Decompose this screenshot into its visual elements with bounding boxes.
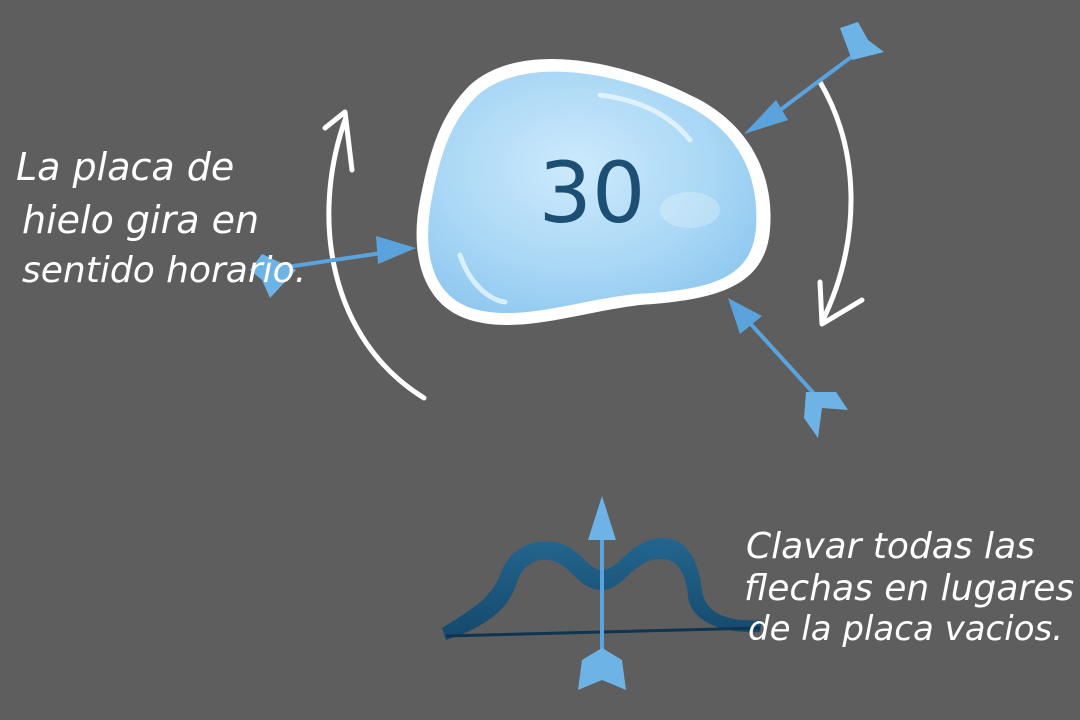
rotation-instruction-line3: sentido horario. xyxy=(22,250,306,291)
ice-sheen xyxy=(660,192,720,228)
rotation-arc-left xyxy=(326,117,427,401)
arrow-counter: 30 xyxy=(539,144,646,242)
arrow-fletching xyxy=(840,22,884,60)
goal-instruction-line1: Clavar todas las xyxy=(746,526,1035,567)
arrow-fletching xyxy=(250,254,296,298)
stuck-arrow-left xyxy=(250,236,416,298)
clockwise-rotation-icon xyxy=(817,279,865,327)
clockwise-rotation-icon xyxy=(322,109,355,173)
rotation-arc-right xyxy=(817,79,854,325)
rotation-instruction-line2: hielo gira en xyxy=(22,198,259,242)
arrow-icon xyxy=(376,236,416,264)
arrow-fletching xyxy=(578,648,626,690)
arrow-fletching xyxy=(804,392,848,438)
ice-highlight xyxy=(597,92,693,143)
goal-instruction-line2: flechas en lugares xyxy=(744,568,1074,609)
rotation-instruction-line1: La placa de xyxy=(16,145,234,189)
ice-plate-surface xyxy=(428,71,757,314)
rotation-indicator xyxy=(322,79,865,401)
bow-icon[interactable] xyxy=(442,496,762,690)
arrow-icon xyxy=(744,100,788,134)
ice-highlight xyxy=(457,252,508,305)
arrow-icon xyxy=(588,496,616,540)
ice-plate[interactable]: 30 xyxy=(416,58,771,325)
rotation-instruction: La placa de hielo gira en sentido horari… xyxy=(16,145,306,291)
stuck-arrow-bottom-right xyxy=(728,298,848,438)
arrow-icon xyxy=(728,298,762,334)
goal-instruction: Clavar todas las flechas en lugares de l… xyxy=(744,526,1074,649)
stuck-arrow-top-right xyxy=(744,22,884,134)
goal-instruction-line3: de la placa vacios. xyxy=(748,609,1063,649)
